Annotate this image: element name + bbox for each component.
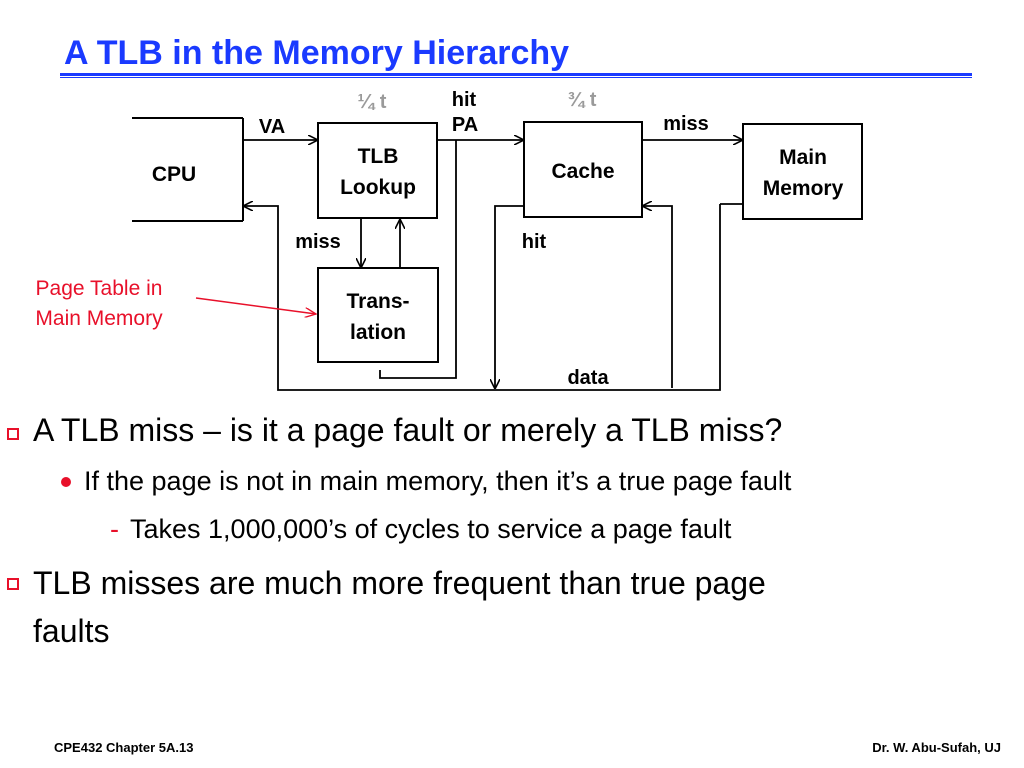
main-memory-label-line2: Memory [763,177,844,200]
square-bullet-icon [7,578,19,590]
cache-label: Cache [551,160,614,183]
three-quarter-t-label: ¾ t [568,89,597,111]
bullet-level2: If the page is not in main memory, then … [84,466,792,496]
bullet-level1: TLB misses are much more frequent than t… [33,565,766,601]
translation-label-line1: Trans- [346,290,409,313]
page-table-callout: Page Table in Main Memory [14,274,184,334]
tlb-label-line1: TLB [358,145,399,168]
pa-feedback-line [379,140,457,379]
quarter-t-label: ¼ t [358,91,387,113]
bullet-level3: Takes 1,000,000’s of cycles to service a… [130,514,732,544]
footer-right: Dr. W. Abu-Sufah, UJ [872,740,1001,755]
miss-top-label: miss [663,113,709,135]
data-return-to-cpu-line [244,204,742,391]
hit-top-label: hit [452,89,477,111]
square-bullet-icon [7,428,19,440]
hit-middle-label: hit [522,231,547,253]
va-label: VA [259,116,285,138]
page-table-callout-line2: Main Memory [35,307,163,330]
dash-bullet-icon: - [110,514,119,544]
cache-block: Cache [523,121,643,218]
bullet-level1-continued: faults [33,613,110,649]
cache-hit-return-line [495,205,523,388]
page-table-callout-arrow [195,297,316,314]
main-memory-label-line1: Main [779,146,827,169]
main-memory-block: Main Memory [742,123,863,220]
dot-bullet-icon [61,477,71,487]
pa-label: PA [452,114,478,136]
cpu-block: CPU [132,117,244,222]
tlb-lookup-block: TLB Lookup [317,122,438,219]
footer-left: CPE432 Chapter 5A.13 [54,740,194,755]
title-underline [60,73,972,76]
bullet-level1: A TLB miss – is it a page fault or merel… [33,412,783,448]
memory-to-cache-line [643,206,673,388]
tlb-label-line2: Lookup [340,176,416,199]
translation-block: Trans- lation [317,267,439,363]
title-underline-thin [60,77,972,78]
slide-title: A TLB in the Memory Hierarchy [64,34,570,72]
data-label: data [567,367,609,389]
cpu-label: CPU [152,163,196,186]
miss-left-label: miss [295,231,341,253]
translation-label-line2: lation [350,321,406,344]
memory-hierarchy-diagram: CPU TLB Lookup Cache Main Memory Trans- … [132,89,863,391]
page-table-callout-line1: Page Table in [35,277,163,300]
